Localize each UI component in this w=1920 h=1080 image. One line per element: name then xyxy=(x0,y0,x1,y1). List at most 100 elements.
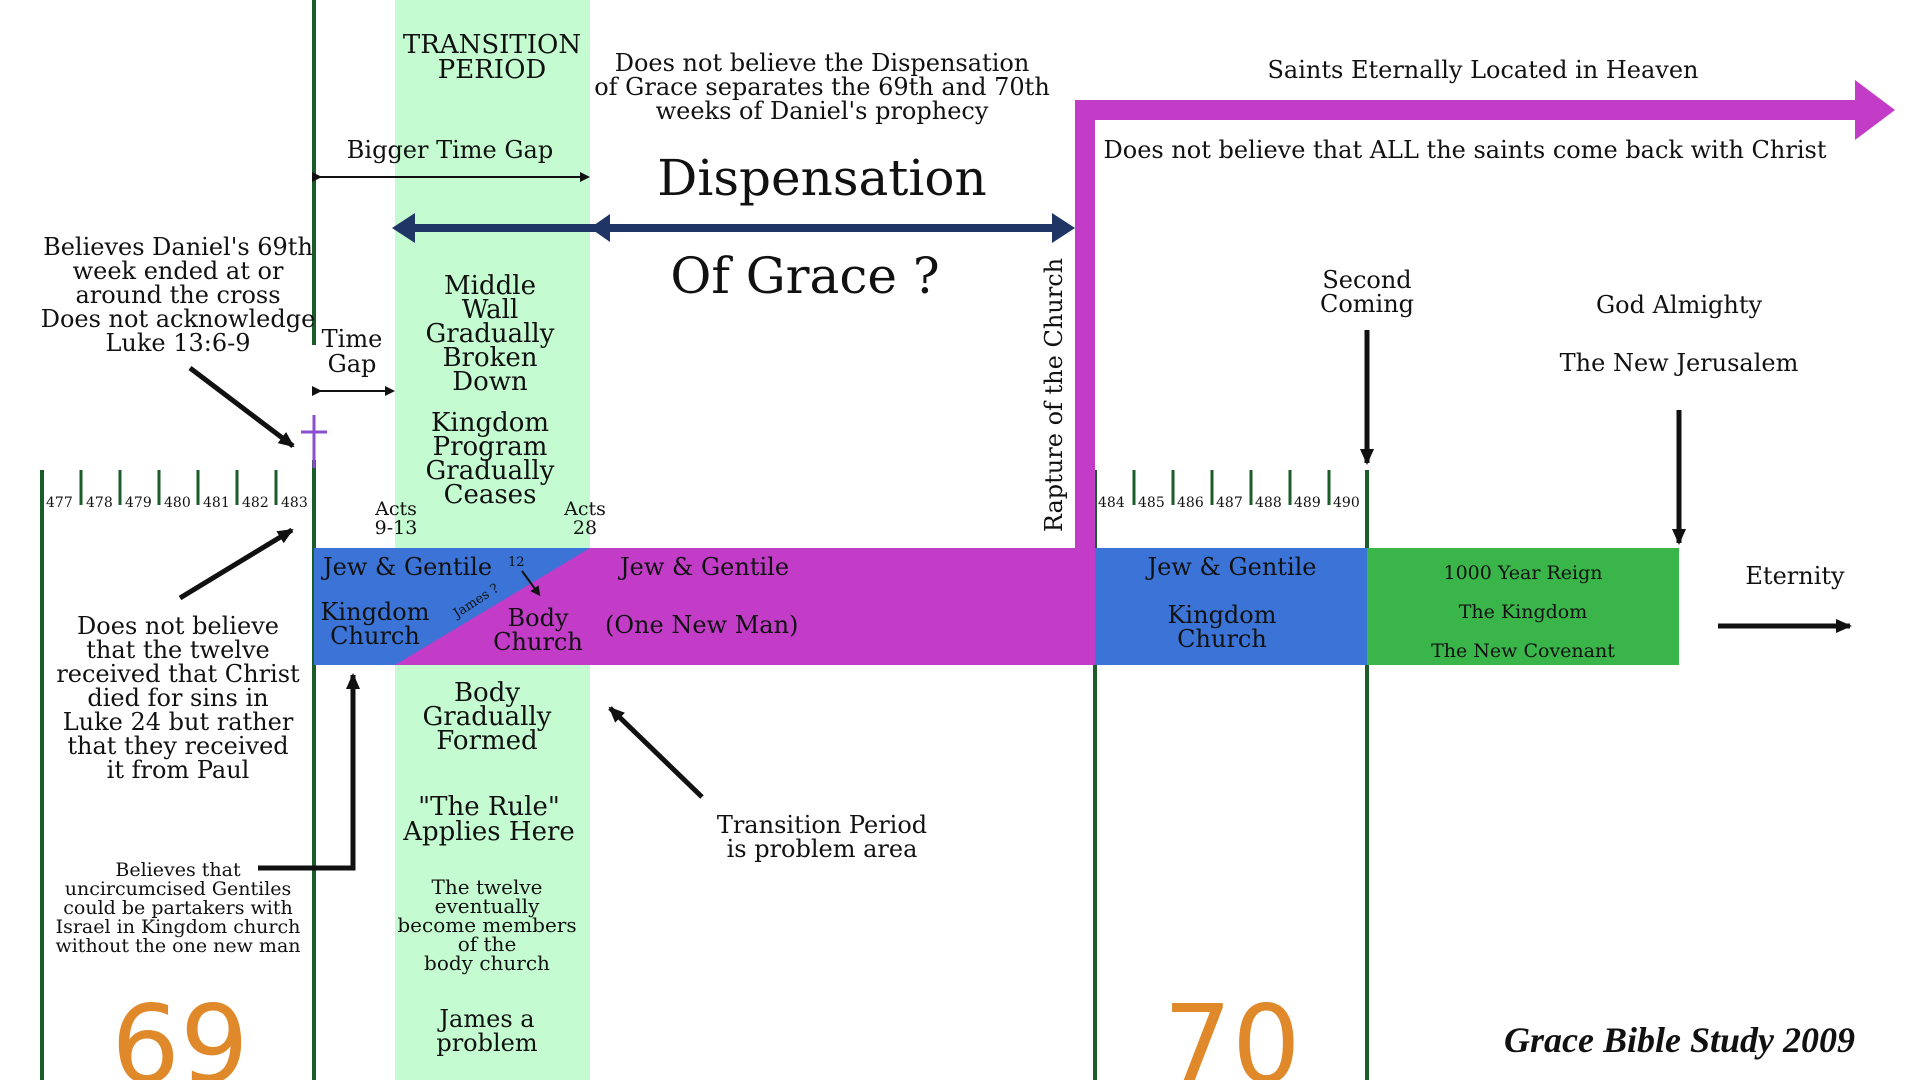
time-gap-line-2: Gap xyxy=(328,350,377,378)
week-number: 480 xyxy=(164,495,191,511)
rule-note: "The Rule" Applies Here xyxy=(402,792,575,847)
kingdom-ceases-line-1: Kingdom xyxy=(431,408,549,438)
acts-9-13-line-1: Acts xyxy=(374,498,417,520)
twelve-note-line-2: that the twelve xyxy=(86,636,269,664)
week-69-number: 69 xyxy=(111,983,248,1080)
twelve-note-line-5: Luke 24 but rather xyxy=(63,708,294,736)
members-line-5: body church xyxy=(424,951,550,975)
body-church-line-2: Church xyxy=(493,628,583,656)
arrow-to-483 xyxy=(178,527,294,601)
week-number: 486 xyxy=(1177,495,1204,511)
body-formed-line-1: Body xyxy=(454,678,520,708)
rule-line-1: "The Rule" xyxy=(418,792,560,822)
body-church-line-1: Body xyxy=(507,604,568,632)
body-formed-note: Body Gradually Formed xyxy=(423,678,552,756)
kingdom-ceases-line-4: Ceases xyxy=(444,480,537,510)
second-coming-line-1: Second xyxy=(1322,266,1411,294)
rapture-label: Rapture of the Church xyxy=(1040,258,1068,532)
acts-28-line-2: 28 xyxy=(573,517,597,539)
week-numbers-70: 484 485 486 487 488 489 490 xyxy=(1098,495,1360,511)
week-number: 485 xyxy=(1138,495,1165,511)
jew-gentile-label-69: Jew & Gentile xyxy=(320,553,492,581)
green-reign-block xyxy=(1367,548,1679,665)
transition-title: TRANSITION PERIOD xyxy=(403,30,581,85)
gentiles-line-5: without the one new man xyxy=(55,935,300,957)
arrow-twelve xyxy=(521,570,541,597)
kingdom-ceases-note: Kingdom Program Gradually Ceases xyxy=(426,408,555,510)
time-gap-label: Time Gap xyxy=(322,325,383,378)
time-gap-line-1: Time xyxy=(322,325,383,353)
eternity-label: Eternity xyxy=(1745,562,1845,590)
week-number: 482 xyxy=(242,495,269,511)
twelve-received-note: Does not believe that the twelve receive… xyxy=(56,612,300,784)
blue-kingdom-block-70 xyxy=(1095,548,1367,665)
blue-kingdom-wedge xyxy=(314,548,590,665)
double-arrow-icon xyxy=(392,213,1075,243)
members-line-1: The twelve xyxy=(432,875,543,899)
note-line-2: of Grace separates the 69th and 70th xyxy=(594,73,1050,101)
twelve-note-line-4: died for sins in xyxy=(87,684,268,712)
daniel-line-5: Luke 13:6-9 xyxy=(105,329,250,357)
kingdom-label: The Kingdom xyxy=(1459,601,1587,623)
gentiles-note: Believes that uncircumcised Gentiles cou… xyxy=(55,859,300,957)
reign-label: 1000 Year Reign xyxy=(1443,562,1602,584)
gentiles-line-3: could be partakers with xyxy=(63,897,292,919)
kingdom-church-line-2: Church xyxy=(330,622,420,650)
week-number: 483 xyxy=(281,495,308,511)
grace-title-line-2: Of Grace ? xyxy=(670,247,939,305)
separation-note: Does not believe the Dispensation of Gra… xyxy=(594,49,1050,125)
james-problem-line-2: problem xyxy=(436,1029,538,1057)
kingdom-church-70-line-1: Kingdom xyxy=(1168,601,1277,629)
bigger-gap-label: Bigger Time Gap xyxy=(347,136,553,164)
twelve-members-note: The twelve eventually become members of … xyxy=(397,875,576,975)
new-jerusalem-label: The New Jerusalem xyxy=(1560,349,1799,377)
problem-area-line-1: Transition Period xyxy=(717,811,927,839)
gentiles-line-1: Believes that xyxy=(115,859,241,881)
middle-wall-line-4: Broken xyxy=(442,343,537,373)
week-number: 479 xyxy=(125,495,152,511)
james-problem-line-1: James a xyxy=(436,1005,534,1033)
new-covenant-label: The New Covenant xyxy=(1431,640,1615,662)
week-ticks-69 xyxy=(79,470,278,505)
arrow-problem-area xyxy=(608,706,704,799)
week-number: 477 xyxy=(46,495,73,511)
week-number: 490 xyxy=(1333,495,1360,511)
pointer-arrow-icon xyxy=(178,330,1852,871)
daniel-line-4: Does not acknowledge xyxy=(41,305,316,333)
middle-wall-line-3: Gradually xyxy=(426,319,555,349)
week-number: 478 xyxy=(86,495,113,511)
members-line-4: of the xyxy=(458,932,517,956)
middle-wall-line-5: Down xyxy=(452,367,528,397)
heaven-note: Does not believe that ALL the saints com… xyxy=(1104,136,1827,164)
acts-9-13-line-2: 9-13 xyxy=(375,517,418,539)
daniel-line-1: Believes Daniel's 69th xyxy=(43,233,313,261)
heaven-label: Saints Eternally Located in Heaven xyxy=(1267,56,1698,84)
cross-icon xyxy=(301,415,327,468)
twelve-note-line-1: Does not believe xyxy=(77,612,279,640)
gentiles-line-4: Israel in Kingdom church xyxy=(56,916,301,938)
heaven-arrowhead xyxy=(1855,80,1895,140)
members-line-3: become members xyxy=(397,913,576,937)
week-70-number: 70 xyxy=(1163,983,1300,1080)
jew-gentile-label-grace: Jew & Gentile xyxy=(617,553,789,581)
week-number: 488 xyxy=(1255,495,1282,511)
twelve-label: 12 xyxy=(508,555,525,570)
week-number: 484 xyxy=(1098,495,1125,511)
middle-wall-note: Middle Wall Gradually Broken Down xyxy=(426,271,555,397)
week-number: 487 xyxy=(1216,495,1243,511)
acts-labels: Acts 9-13 Acts 28 xyxy=(374,498,606,539)
twelve-note-line-7: it from Paul xyxy=(107,756,250,784)
james-problem-note: James a problem xyxy=(436,1005,538,1057)
second-coming-label: Second Coming xyxy=(1320,266,1414,318)
week-number: 481 xyxy=(203,495,230,511)
note-line-1: Does not believe the Dispensation xyxy=(615,49,1030,77)
grace-title-line-1: Dispensation xyxy=(657,149,986,207)
one-new-man-label: (One New Man) xyxy=(605,611,798,639)
kingdom-ceases-line-2: Program xyxy=(433,432,548,462)
transition-title-line-2: PERIOD xyxy=(438,55,546,85)
acts-28-line-1: Acts xyxy=(563,498,606,520)
week-numbers-69: 477 478 479 480 481 482 483 xyxy=(46,495,308,511)
second-coming-line-2: Coming xyxy=(1320,290,1414,318)
